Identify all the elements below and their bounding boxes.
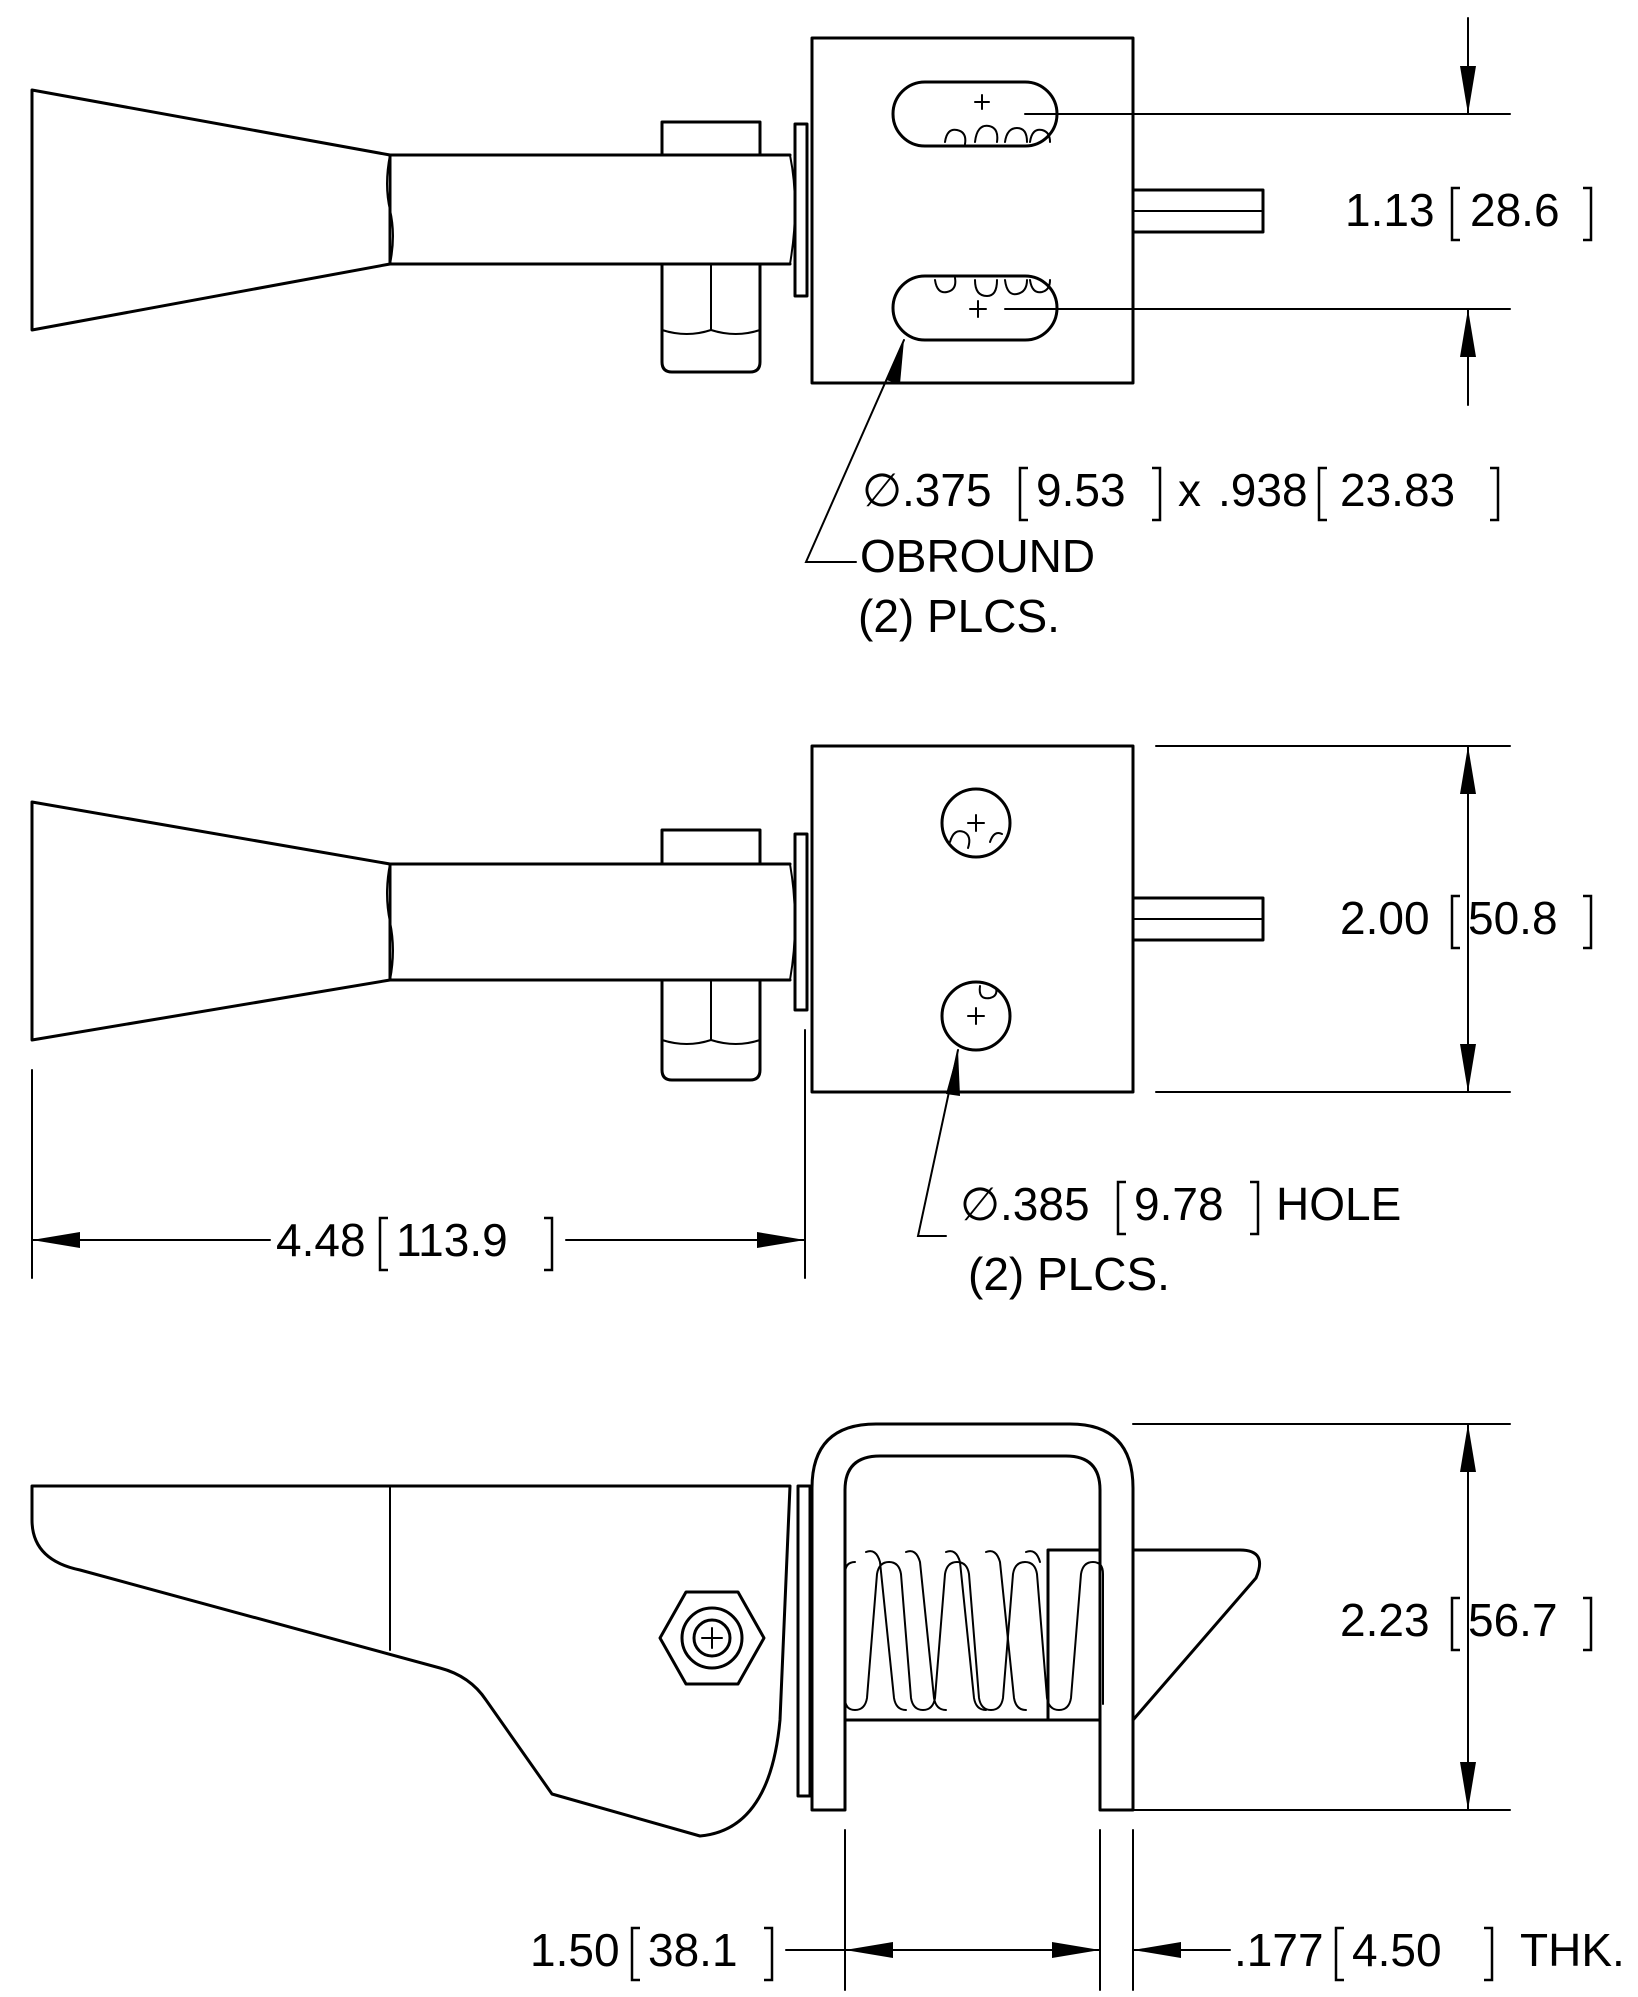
dim-obround-spacing-metric: 28.6: [1470, 184, 1560, 236]
dim-bracket-width-value: 1.50: [530, 1924, 620, 1976]
note-hole-line2: (2) PLCS.: [968, 1248, 1170, 1300]
dim-obround-spacing: 1.13 28.6: [1345, 184, 1593, 242]
note-obround: ∅ .375 9.53 x .938 23.83 OBROUND (2) PLC…: [858, 464, 1500, 642]
note-obround-symbol: ∅: [862, 464, 902, 516]
dim-obround-spacing-value: 1.13: [1345, 184, 1435, 236]
dim-hole-spacing: 2.00 50.8: [1340, 892, 1593, 950]
note-obround-times: x: [1178, 464, 1201, 516]
note-hole-dia-metric: 9.78: [1134, 1178, 1224, 1230]
note-obround-line3: (2) PLCS.: [858, 590, 1060, 642]
dim-overall-length: 4.48 113.9: [276, 1214, 554, 1272]
dim-thickness-metric: 4.50: [1352, 1924, 1442, 1976]
note-obround-dia: .375: [902, 464, 992, 516]
note-hole-symbol: ∅: [960, 1178, 1000, 1230]
dim-bracket-width: 1.50 38.1: [530, 1924, 774, 1982]
side-view: [30, 1422, 1511, 1991]
dim-hole-spacing-value: 2.00: [1340, 892, 1430, 944]
note-obround-line2: OBROUND: [860, 530, 1095, 582]
dim-height: 2.23 56.7: [1340, 1594, 1593, 1652]
dim-bracket-width-metric: 38.1: [648, 1924, 738, 1976]
note-obround-len-metric: 23.83: [1340, 464, 1455, 516]
note-hole: ∅ .385 9.78 HOLE (2) PLCS.: [960, 1178, 1401, 1300]
dim-hole-spacing-metric: 50.8: [1468, 892, 1558, 944]
dim-thickness-value: .177: [1234, 1924, 1324, 1976]
dim-overall-length-value: 4.48: [276, 1214, 366, 1266]
note-hole-dia: .385: [1000, 1178, 1090, 1230]
note-obround-len: .938: [1218, 464, 1308, 516]
dim-thickness-suffix: THK.: [1520, 1924, 1625, 1976]
front-view-holes: [30, 744, 1511, 1279]
note-hole-label: HOLE: [1276, 1178, 1401, 1230]
top-view-obround: [30, 17, 1511, 563]
dim-height-metric: 56.7: [1468, 1594, 1558, 1646]
note-obround-dia-metric: 9.53: [1036, 464, 1126, 516]
dim-thickness: .177 4.50 THK.: [1234, 1924, 1625, 1982]
dim-height-value: 2.23: [1340, 1594, 1430, 1646]
dim-overall-length-metric: 113.9: [396, 1214, 508, 1266]
